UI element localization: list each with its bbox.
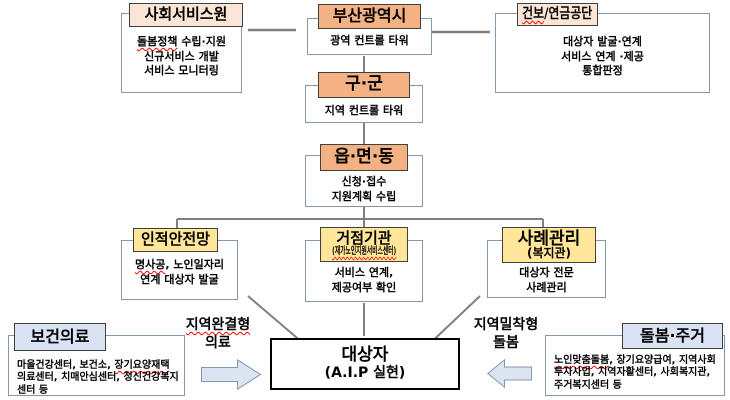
box-pension-header: 건보/연금공단 — [517, 3, 598, 26]
flow-label-right-line2: 돌봄 — [493, 335, 519, 351]
box-target-person: 대상자 (A.I.P 실현) — [270, 338, 460, 390]
box-case-management-title: 사례관리 — [517, 229, 581, 249]
social-service-line3: 서비스 모니터링 — [144, 64, 219, 77]
box-target-person-subtitle: (A.I.P 실현) — [324, 365, 406, 381]
box-human-safety-net-header: 인적안전망 — [133, 228, 218, 252]
case-management-line1: 대상자 전문 — [519, 266, 574, 279]
pension-line3: 통합판정 — [582, 64, 623, 77]
box-social-service-title: 사회서비스원 — [144, 5, 228, 24]
box-case-management-subtitle: (복지관) — [526, 246, 572, 260]
box-care-housing-header: 돌봄·주거 — [622, 323, 723, 349]
social-service-line1: 돌봄정책 수립·지원 — [137, 35, 226, 48]
box-pension-title: 건보/연금공단 — [522, 6, 593, 23]
box-hub-agency-body: 서비스 연계, 제공여부 확인 — [306, 241, 422, 295]
human-safety-line1: 명사공, 노인일자리 — [135, 258, 224, 271]
box-human-safety-net-title: 인적안전망 — [140, 230, 210, 249]
box-busan-city-body: 광역 컨트롤 타워 — [330, 34, 409, 47]
eup-myeon-dong-line2: 지원계획 수립 — [331, 189, 397, 203]
box-busan-city-title: 부산광역시 — [332, 6, 407, 26]
box-care-housing-body: 노인맞춤돌봄, 장기요양급여, 지역사회 투자사업, 지역자활센터, 사회복지관… — [554, 355, 716, 391]
box-pension: 대상자 발굴·연계 서비스 연계 ·제공 통합판정 — [495, 13, 710, 93]
box-gu-gun-header: 구·군 — [318, 72, 410, 98]
social-service-line1-misspell: 돌봄정책 — [137, 35, 178, 48]
pension-line1: 대상자 발굴·연계 — [563, 35, 642, 48]
flow-label-left-line2: 의료 — [205, 335, 231, 351]
box-hub-agency-subtitle: (재가노인지원서비스센터) — [332, 246, 396, 257]
flow-label-left-line1: 지역완결형 — [185, 317, 251, 333]
flow-label-right: 지역밀착형 돌봄 — [462, 316, 550, 352]
box-target-person-title: 대상자 — [341, 345, 389, 365]
box-human-safety-net-body: 명사공, 노인일자리 연계 대상자 발굴 — [122, 241, 237, 287]
box-eup-myeon-dong-title: 읍·면·동 — [334, 146, 394, 167]
box-health-medical-header: 보건의료 — [14, 323, 106, 351]
box-gu-gun-title: 구·군 — [345, 74, 383, 95]
flow-label-right-line1: 지역밀착형 — [473, 317, 539, 333]
box-pension-body: 대상자 발굴·연계 서비스 연계 ·제공 통합판정 — [496, 14, 709, 79]
eup-myeon-dong-line1: 신청·접수 — [341, 175, 387, 188]
box-eup-myeon-dong-header: 읍·면·동 — [320, 144, 408, 171]
flow-label-left: 지역완결형 의료 — [176, 316, 260, 352]
social-service-line2: 신규서비스 개발 — [144, 49, 219, 63]
box-care-housing-title: 돌봄·주거 — [640, 325, 705, 345]
box-gu-gun-body: 지역 컨트롤 타워 — [324, 104, 404, 117]
box-case-management-body: 대상자 전문 사례관리 — [488, 241, 605, 295]
box-social-service-header: 사회서비스원 — [129, 3, 243, 27]
pension-line2: 서비스 연계 ·제공 — [561, 49, 644, 63]
arrow-right-icon — [201, 359, 262, 390]
case-management-line2: 사례관리 — [526, 280, 567, 294]
box-health-medical-title: 보건의료 — [30, 326, 90, 346]
box-hub-agency-title: 거점기관 — [336, 229, 392, 247]
hub-agency-line2: 제공여부 확인 — [331, 280, 397, 294]
box-hub-agency-header: 거점기관 (재가노인지원서비스센터) — [320, 227, 408, 262]
arrow-left-icon — [487, 359, 532, 388]
box-eup-myeon-dong-body: 신청·접수 지원계획 수립 — [306, 156, 422, 204]
box-social-service-body: 돌봄정책 수립·지원 신규서비스 개발 서비스 모니터링 — [122, 14, 241, 79]
hub-agency-line1: 서비스 연계, — [334, 266, 394, 279]
box-busan-city-header: 부산광역시 — [318, 4, 421, 29]
box-health-medical-body: 마을건강센터, 보건소, 장기요양재택 의료센터, 치매안심센터, 정신건강복지… — [17, 360, 179, 396]
box-case-management-header: 사례관리 (복지관) — [502, 227, 596, 263]
human-safety-line2: 연계 대상자 발굴 — [140, 272, 219, 286]
